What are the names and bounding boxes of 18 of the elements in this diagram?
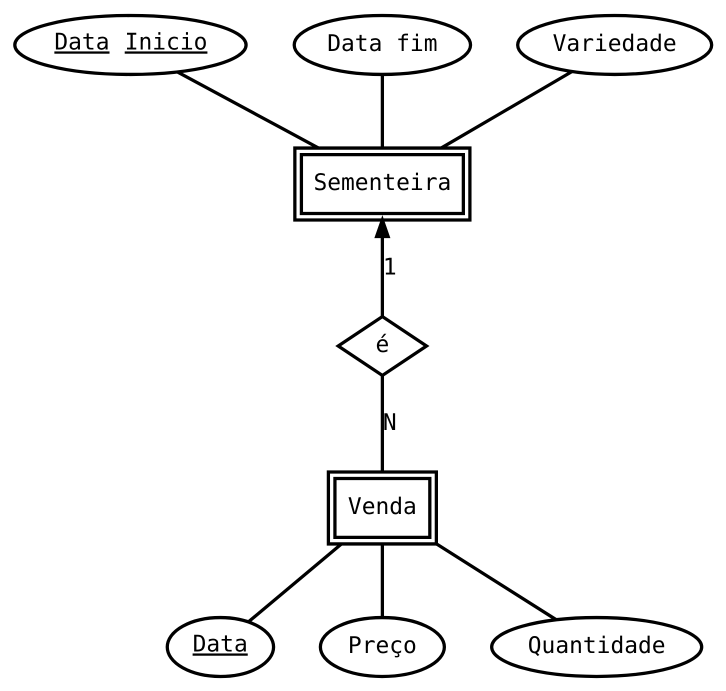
- node-ellipse: Data Inicio: [13, 13, 248, 76]
- node-ellipse: Quantidade: [490, 615, 704, 678]
- node-ellipse: Variedade: [516, 13, 714, 76]
- node-diamond: é: [335, 314, 430, 377]
- node-ellipse: Data fim: [292, 13, 472, 76]
- node-box: Venda: [326, 470, 438, 546]
- node-box: Sementeira: [293, 146, 472, 222]
- connector: [177, 70, 320, 149]
- connector: [380, 74, 384, 148]
- connector: [440, 70, 573, 149]
- connector: [436, 542, 558, 621]
- edge-label: 1: [382, 254, 397, 280]
- node-ellipse: Preço: [318, 615, 446, 678]
- connector: [380, 544, 384, 617]
- edge-label: N: [382, 409, 397, 436]
- node-ellipse: Data: [166, 615, 276, 678]
- arrow: [374, 214, 390, 316]
- connector: [380, 376, 384, 472]
